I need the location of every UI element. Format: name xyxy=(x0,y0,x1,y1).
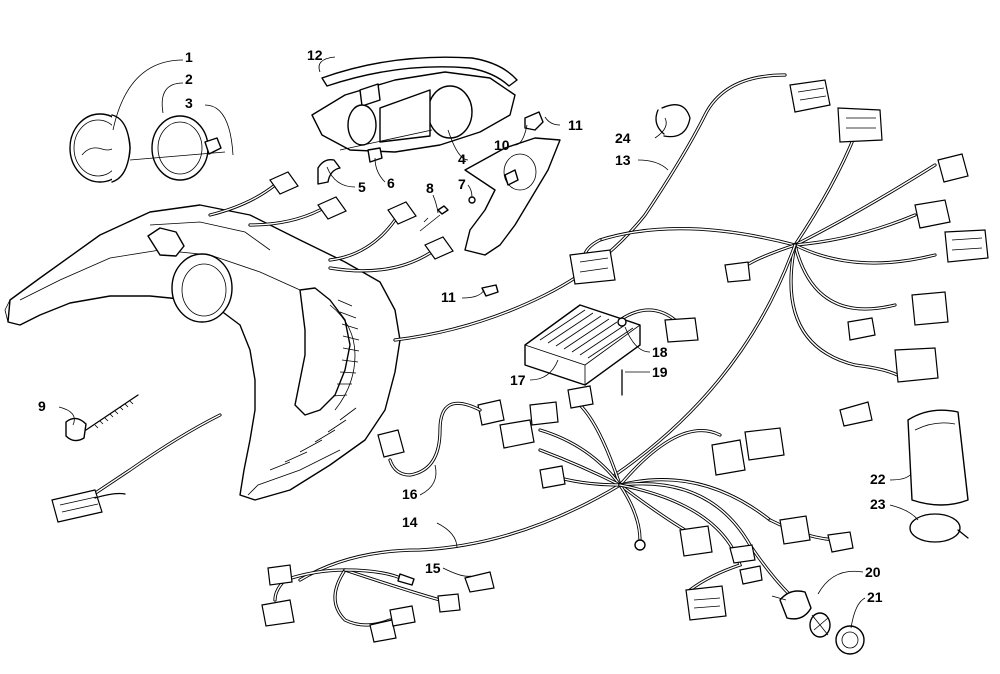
hood-panel xyxy=(4,204,401,501)
callout-12: 12 xyxy=(307,47,323,63)
leader-lines xyxy=(58,56,919,629)
ignition-switch xyxy=(771,590,865,655)
headlight-lens-housing xyxy=(464,137,561,256)
lower-harness-connectors xyxy=(477,385,854,621)
callout-24: 24 xyxy=(615,130,631,146)
control-module-17 xyxy=(524,304,699,396)
callout-19: 19 xyxy=(652,364,668,380)
hood-harness xyxy=(51,413,222,523)
callout-6: 6 xyxy=(387,175,395,191)
callout-2: 2 xyxy=(185,71,193,87)
callout-17: 17 xyxy=(510,372,526,388)
callout-1: 1 xyxy=(185,49,193,65)
harness-15 xyxy=(261,564,495,643)
headlight-ring xyxy=(129,115,226,181)
headlight-assembly xyxy=(69,113,131,183)
callout-20: 20 xyxy=(865,564,881,580)
callout-18: 18 xyxy=(652,344,668,360)
left-sub-harness xyxy=(208,183,432,273)
callout-13: 13 xyxy=(615,152,631,168)
callout-4: 4 xyxy=(458,151,466,167)
callout-9: 9 xyxy=(38,398,46,414)
connector-group-left xyxy=(269,171,454,260)
lower-harness-14 xyxy=(298,403,842,597)
trim-strip xyxy=(321,56,518,87)
callout-21: 21 xyxy=(867,589,883,605)
retaining-ring-24 xyxy=(655,104,691,138)
callout-16: 16 xyxy=(402,486,418,502)
callout-3: 3 xyxy=(185,95,193,111)
bolt-9 xyxy=(65,394,139,442)
callout-8: 8 xyxy=(426,180,434,196)
main-harness-13 xyxy=(393,73,937,477)
callout-22: 22 xyxy=(870,471,886,487)
callout-5: 5 xyxy=(358,179,366,195)
callout-23: 23 xyxy=(870,496,886,512)
callout-labels: 1 2 3 4 5 6 7 8 9 10 11 11 12 13 14 15 1… xyxy=(38,47,886,605)
light-housing xyxy=(311,71,516,153)
callout-7: 7 xyxy=(458,176,466,192)
callout-11-bottom: 11 xyxy=(441,289,456,305)
foam-sleeve-22 xyxy=(907,409,969,506)
harness-16 xyxy=(377,401,482,477)
callout-15: 15 xyxy=(425,560,441,576)
cable-clamp-23 xyxy=(909,513,969,543)
main-harness-connectors xyxy=(569,79,989,427)
callout-10: 10 xyxy=(494,137,510,153)
callout-11-top: 11 xyxy=(568,117,583,133)
callout-14: 14 xyxy=(402,514,418,530)
